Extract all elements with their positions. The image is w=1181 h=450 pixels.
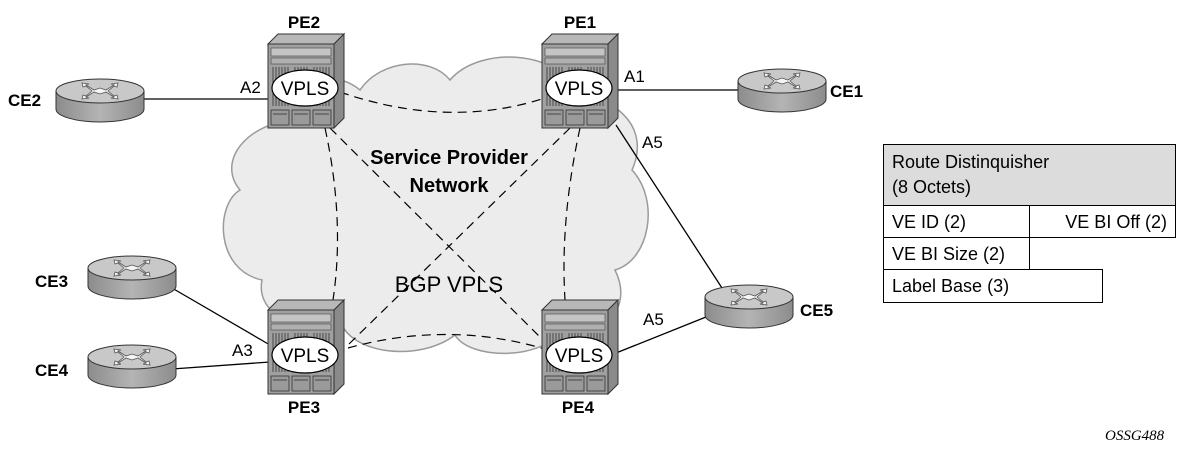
figure-id: OSSG488 bbox=[1105, 428, 1165, 444]
attachment-label-a5-pe1: A5 bbox=[642, 133, 663, 152]
route-distinguisher-size: (8 Octets) bbox=[892, 177, 972, 197]
pw-pe2-pe4 bbox=[329, 127, 549, 346]
router-icon bbox=[87, 344, 177, 389]
ce-router-ce4[interactable]: CE4 bbox=[35, 344, 177, 389]
pw-pe1-pe4 bbox=[563, 127, 581, 301]
pw-pe2-pe3 bbox=[324, 127, 339, 301]
vpls-label: VPLS bbox=[555, 346, 604, 367]
ce-router-ce3[interactable]: CE3 bbox=[35, 255, 177, 300]
router-icon bbox=[737, 68, 827, 113]
ve-bi-size-cell: VE BI Size (2) bbox=[883, 237, 1030, 270]
ce-label: CE2 bbox=[8, 91, 41, 110]
vpls-label: VPLS bbox=[555, 79, 604, 100]
link-ce5-pe1 bbox=[615, 124, 723, 289]
ce-router-ce2[interactable]: CE2 bbox=[8, 78, 145, 123]
pe-router-pe1[interactable]: VPLS PE1 bbox=[541, 13, 619, 129]
router-icon bbox=[704, 284, 794, 329]
route-distinguisher-cell: Route Distinquisher (8 Octets) bbox=[883, 144, 1176, 206]
route-distinguisher-label: Route Distinquisher bbox=[892, 152, 1050, 172]
attachment-circuits bbox=[143, 89, 740, 370]
ce-label: CE4 bbox=[35, 361, 69, 380]
pe-label: PE3 bbox=[288, 398, 320, 417]
attachment-label-a2: A2 bbox=[240, 78, 261, 97]
attachment-label-a3: A3 bbox=[232, 341, 253, 360]
bgp-vpls-label: BGP VPLS bbox=[395, 272, 503, 297]
vpls-label: VPLS bbox=[281, 346, 330, 367]
label-base-cell: Label Base (3) bbox=[883, 269, 1103, 303]
ce-router-ce5[interactable]: CE5 bbox=[704, 284, 833, 329]
ce-label: CE1 bbox=[830, 82, 863, 101]
pe-label: PE1 bbox=[564, 13, 596, 32]
pe-router-pe2[interactable]: VPLS PE2 bbox=[267, 13, 345, 129]
link-ce4-pe3 bbox=[171, 361, 271, 370]
pw-pe2-pe1 bbox=[339, 91, 549, 113]
pe-router-pe4[interactable]: VPLS PE4 bbox=[541, 299, 619, 417]
pw-pe1-pe3 bbox=[347, 127, 571, 346]
cloud-title-line1: Service Provider bbox=[370, 147, 528, 169]
router-icon bbox=[87, 255, 177, 300]
pseudowires bbox=[324, 91, 581, 351]
router-icon bbox=[55, 78, 145, 123]
attachment-label-a1: A1 bbox=[624, 67, 645, 86]
link-ce3-pe3 bbox=[171, 287, 271, 346]
attachment-label-a5-pe4: A5 bbox=[643, 310, 664, 329]
pe-label: PE4 bbox=[562, 398, 595, 417]
link-ce5-pe4 bbox=[615, 316, 707, 354]
pe-label: PE2 bbox=[288, 13, 320, 32]
ve-id-cell: VE ID (2) bbox=[883, 205, 1030, 238]
pe-router-pe3[interactable]: VPLS PE3 bbox=[267, 299, 345, 417]
ce-label: CE3 bbox=[35, 272, 68, 291]
ce-router-ce1[interactable]: CE1 bbox=[737, 68, 863, 113]
ce-label: CE5 bbox=[800, 301, 833, 320]
ve-bi-off-cell: VE BI Off (2) bbox=[1029, 205, 1176, 238]
cloud-title-line2: Network bbox=[410, 175, 490, 197]
vpls-label: VPLS bbox=[281, 79, 330, 100]
